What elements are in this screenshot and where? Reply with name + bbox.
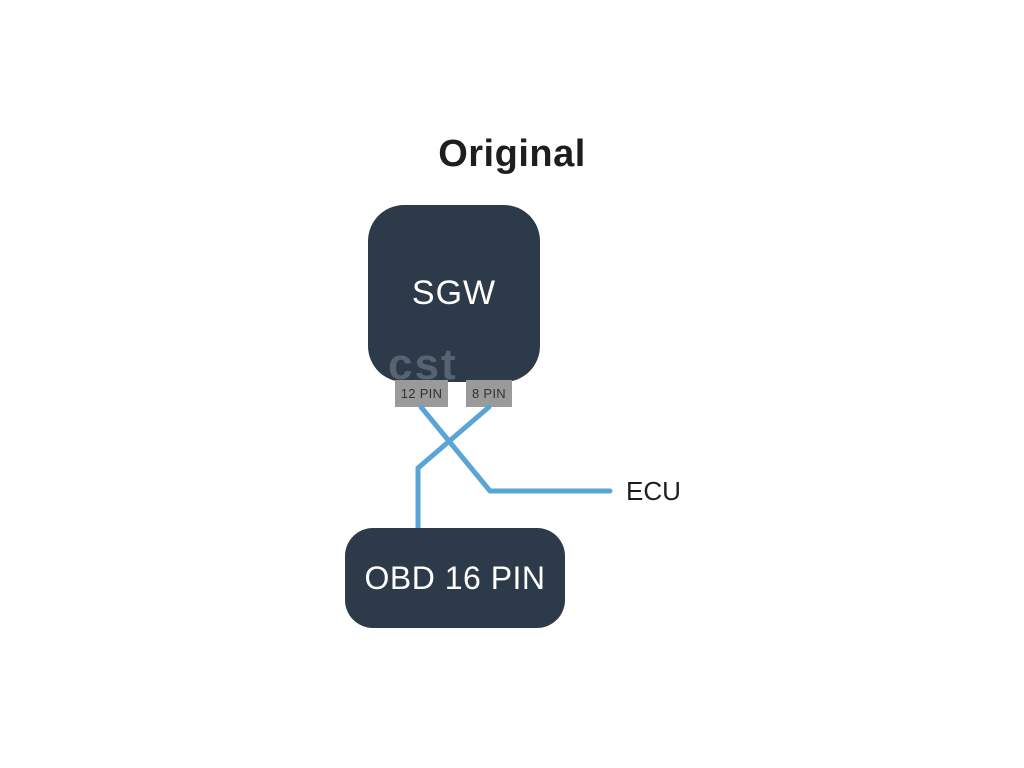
wire-sgw12-to-ecu: [418, 404, 613, 494]
pin-tab-12: 12 PIN: [395, 380, 448, 407]
obd-node-label: OBD 16 PIN: [364, 559, 546, 596]
pin-tab-8: 8 PIN: [466, 380, 512, 407]
pin-tab-8-label: 8 PIN: [471, 386, 506, 401]
wire-sgw8-to-obd: [415, 404, 492, 531]
pin-tab-12-label: 12 PIN: [400, 386, 443, 401]
obd-node: OBD 16 PIN: [345, 528, 565, 628]
diagram-title: Original: [438, 133, 586, 175]
sgw-node: SGW: [368, 205, 540, 382]
sgw-node-label: SGW: [411, 274, 497, 312]
ecu-label: ECU: [626, 476, 681, 506]
